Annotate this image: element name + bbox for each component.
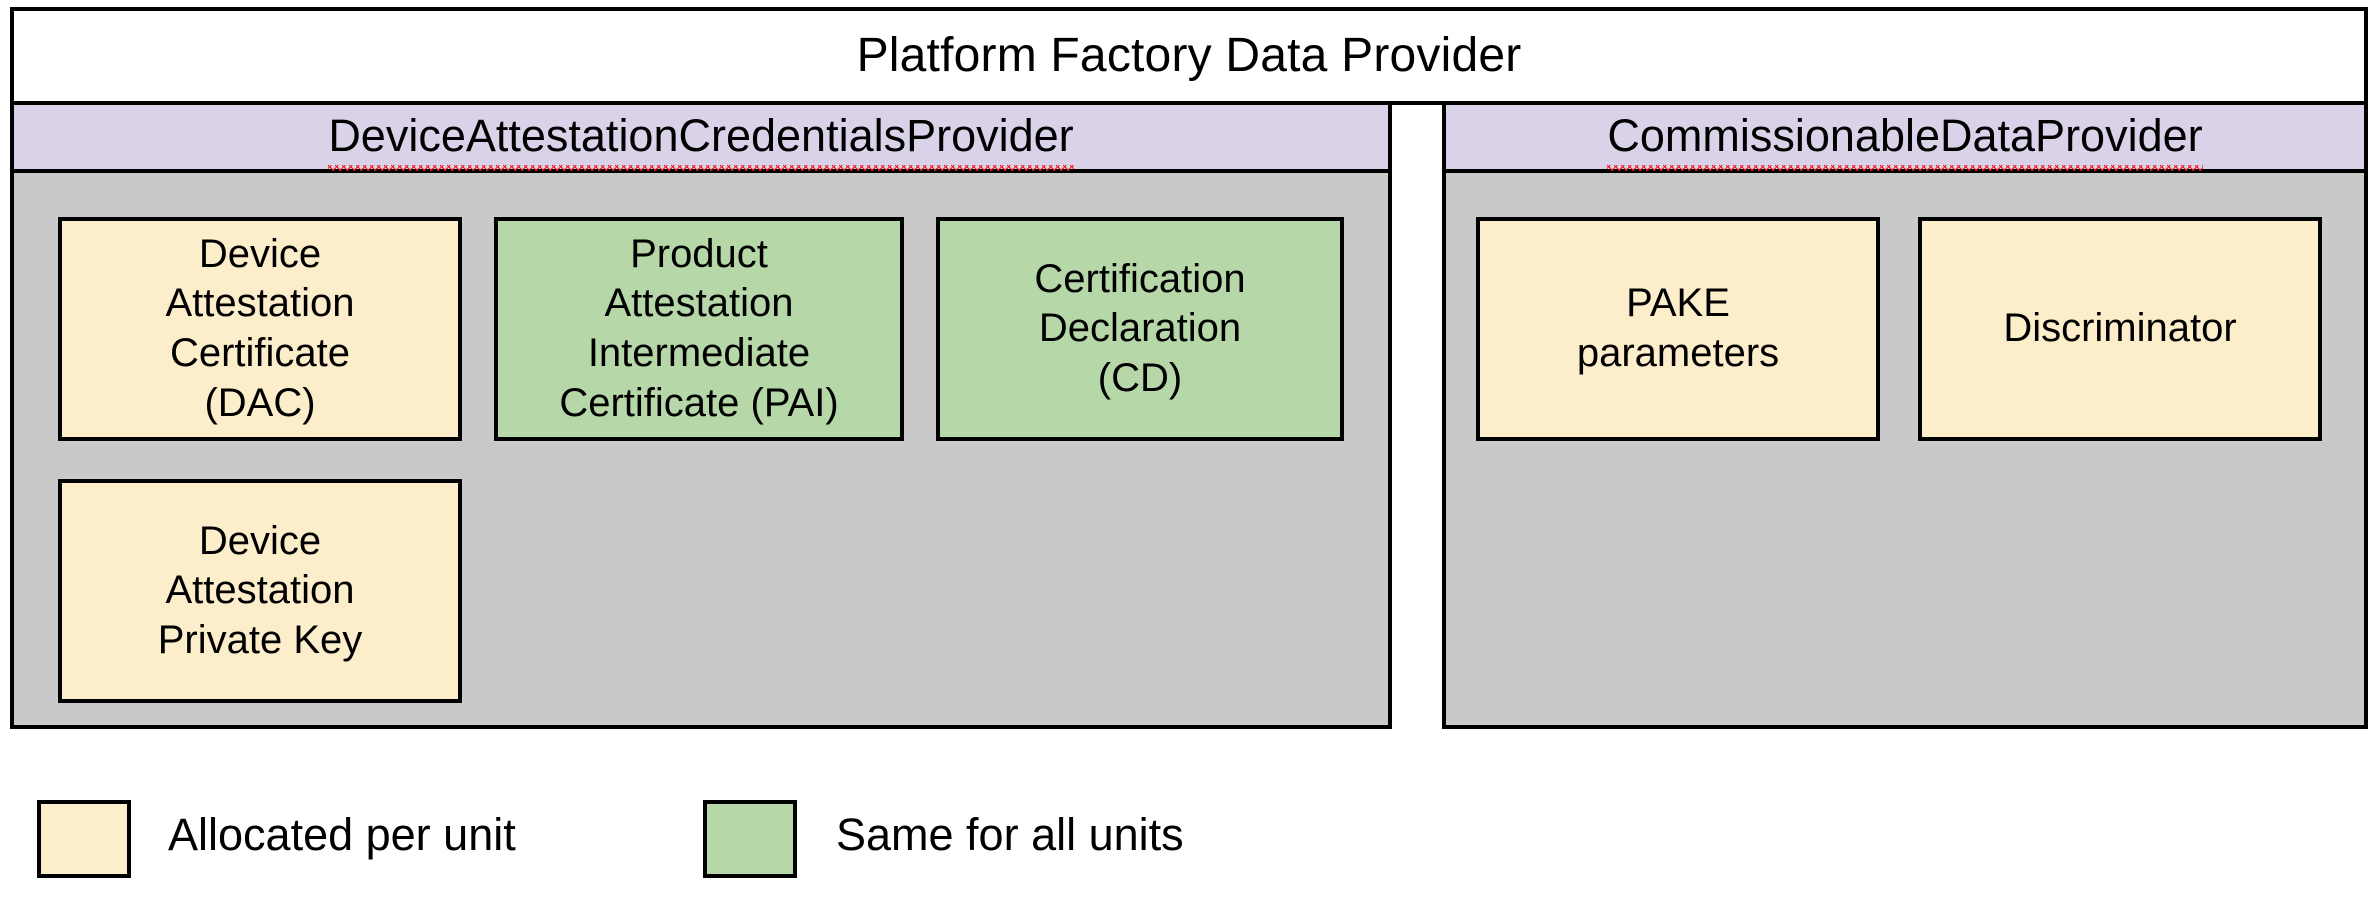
legend-swatch-allocated-per-unit — [37, 800, 131, 878]
item-label-discriminator: Discriminator — [2003, 306, 2237, 351]
platform-factory-data-provider-title-box: Platform Factory Data Provider — [10, 7, 2368, 105]
item-label-device-attestation-certificate-dac: Device Attestation Certificate (DAC) — [165, 231, 355, 425]
item-box-device-attestation-certificate-dac[interactable]: Device Attestation Certificate (DAC) — [58, 217, 462, 441]
provider-body-device-attestation-credentials-provider: Device Attestation Certificate (DAC) Pro… — [10, 173, 1392, 729]
provider-title-commissionable-data-provider: CommissionableDataProvider — [1607, 110, 2203, 171]
page-title: Platform Factory Data Provider — [856, 28, 1522, 82]
item-box-device-attestation-private-key[interactable]: Device Attestation Private Key — [58, 479, 462, 703]
item-label-product-attestation-intermediate-certificate-pai: Product Attestation Intermediate Certifi… — [559, 231, 839, 425]
provider-title-device-attestation-credentials-provider: DeviceAttestationCredentialsProvider — [328, 110, 1075, 171]
provider-header-device-attestation-credentials-provider: DeviceAttestationCredentialsProvider — [10, 105, 1392, 173]
legend-color-same-for-all-units — [703, 800, 797, 878]
item-label-device-attestation-private-key: Device Attestation Private Key — [157, 518, 363, 662]
item-box-product-attestation-intermediate-certificate-pai[interactable]: Product Attestation Intermediate Certifi… — [494, 217, 904, 441]
item-label-pake-parameters: PAKE parameters — [1576, 281, 1780, 375]
item-label-certification-declaration-cd: Certification Declaration (CD) — [1034, 256, 1246, 400]
provider-body-commissionable-data-provider: PAKE parameters Discriminator — [1442, 173, 2368, 729]
legend-label-allocated-per-unit: Allocated per unit — [168, 809, 516, 860]
legend-label-same-for-all-units: Same for all units — [836, 809, 1184, 860]
legend-swatch-same-for-all-units — [703, 800, 797, 878]
item-box-certification-declaration-cd[interactable]: Certification Declaration (CD) — [936, 217, 1344, 441]
item-box-discriminator[interactable]: Discriminator — [1918, 217, 2322, 441]
provider-header-commissionable-data-provider: CommissionableDataProvider — [1442, 105, 2368, 173]
item-box-pake-parameters[interactable]: PAKE parameters — [1476, 217, 1880, 441]
legend-color-allocated-per-unit — [37, 800, 131, 878]
